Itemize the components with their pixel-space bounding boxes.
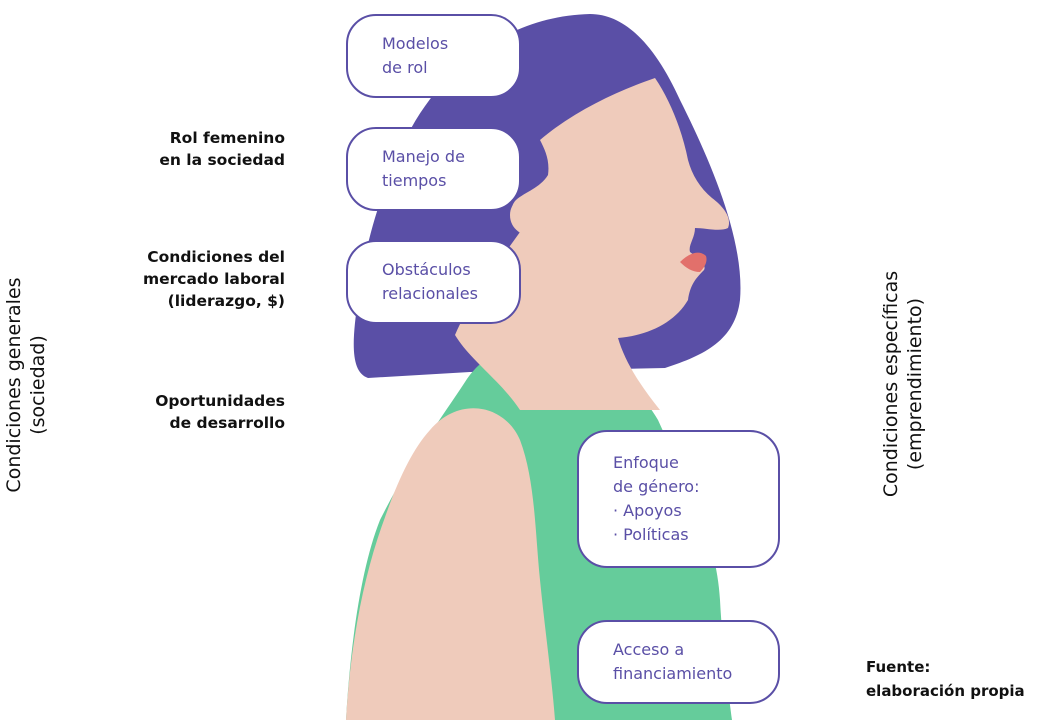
bubble-obstaculos-relacionales: Obstáculos relacionales [346,240,521,324]
bubble-acceso-a-financiamiento: Acceso a financiamiento [577,620,780,704]
ear-shape [510,195,548,238]
factor-mercado-laboral: Condiciones del mercado laboral (lideraz… [142,248,285,310]
general-conditions-axis-label: Condiciones generales (sociedad) [2,270,50,500]
source-note: Fuente: elaboración propia [866,655,1025,703]
lips-shape [680,252,707,272]
source-label: Fuente: [866,658,931,676]
general-conditions-title: Condiciones generales [3,277,25,493]
specific-conditions-axis-label: Condiciones específicas (emprendimiento) [879,259,927,509]
bubble-manejo-de-tiempos: Manejo de tiempos [346,127,521,211]
factor-rol-femenino: Rol femenino en la sociedad [159,129,285,169]
face-neck-shape [455,78,730,410]
source-value: elaboración propia [866,682,1025,700]
arm-shape [346,408,555,720]
bubble-modelos-de-rol: Modelos de rol [346,14,521,98]
specific-conditions-subtitle: (emprendimiento) [904,297,926,471]
general-conditions-subtitle: (sociedad) [27,335,49,435]
bubble-enfoque-de-genero: Enfoque de género: · Apoyos · Políticas [577,430,780,568]
factor-oportunidades: Oportunidades de desarrollo [155,392,285,432]
specific-conditions-title: Condiciones específicas [880,270,902,498]
